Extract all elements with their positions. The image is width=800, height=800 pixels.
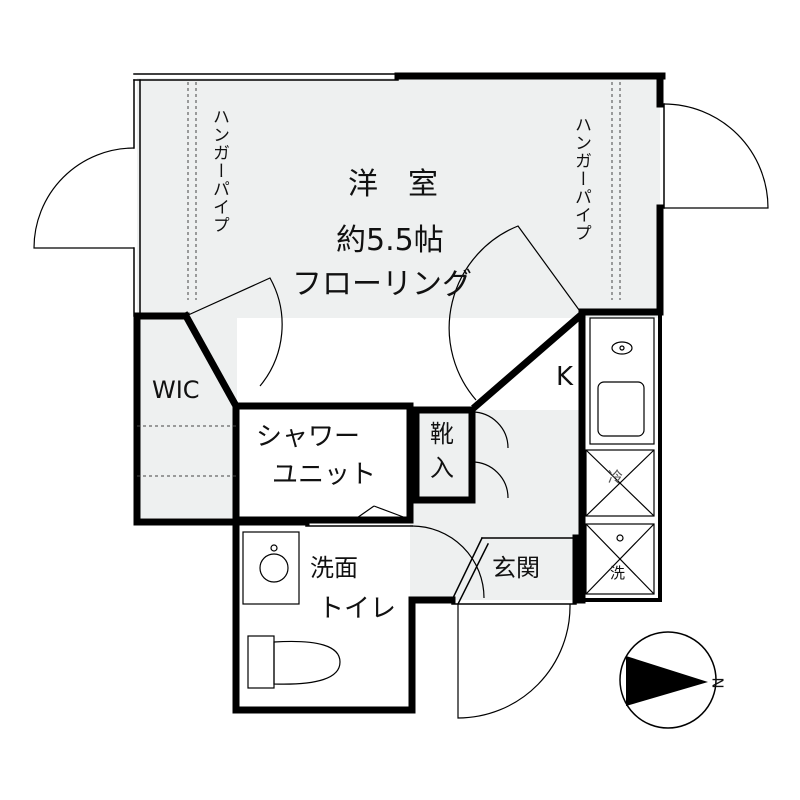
shoe-box-label-1: 靴 xyxy=(430,420,454,448)
washer-space-label: 洗 xyxy=(610,564,626,582)
kitchen-counter xyxy=(589,317,655,445)
shower-unit-label-1: シャワー xyxy=(256,422,361,452)
western-room-floor xyxy=(137,78,660,318)
fridge-space-label: 冷 xyxy=(608,468,624,486)
wic-floor xyxy=(137,318,237,518)
north-label: N xyxy=(708,677,727,689)
shoe-box-label-2: 入 xyxy=(430,454,454,482)
compass xyxy=(619,631,717,729)
western-room-floor: フローリング xyxy=(292,267,472,302)
entrance-label: 玄関 xyxy=(492,554,540,582)
western-room-label: 洋 室 xyxy=(348,167,438,202)
toilet-label: トイレ xyxy=(318,594,397,624)
entry-floor xyxy=(410,410,582,600)
toilet-fixture xyxy=(247,635,341,689)
western-room-size: 約5.5帖 xyxy=(336,223,444,258)
washroom-label: 洗面 xyxy=(310,554,358,582)
hanger-pipe-left-label: ハンガーパイプ xyxy=(209,108,229,234)
hanger-pipes xyxy=(137,82,621,477)
shower-unit-label-2: ユニット xyxy=(272,460,377,490)
kitchen-label: K xyxy=(556,362,574,392)
hanger-pipe-right-label: ハンガーパイプ xyxy=(571,116,591,242)
walls xyxy=(133,72,666,714)
wic-label: WIC xyxy=(152,376,200,404)
wash-basin xyxy=(242,531,300,605)
appliance-spaces xyxy=(585,449,655,595)
door-swings xyxy=(33,103,769,719)
